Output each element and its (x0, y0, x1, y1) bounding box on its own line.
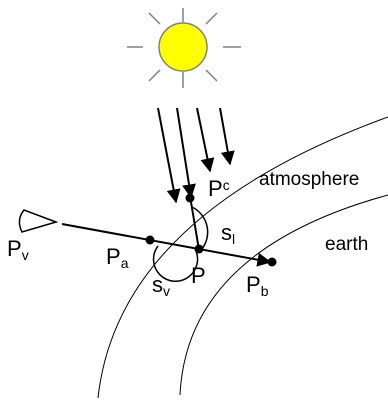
scatter-ray (189, 195, 200, 251)
earth-boundary (179, 194, 388, 396)
angle-arc-sv (152, 245, 199, 283)
sun-ray (157, 107, 181, 204)
sun-icon (127, 8, 241, 88)
atmosphere-boundary (97, 116, 388, 399)
view-ray (61, 223, 272, 267)
sun-ray (176, 107, 196, 199)
sun-ray (219, 107, 235, 166)
point-p (194, 244, 204, 254)
eye-icon (18, 209, 59, 233)
label-atmosphere: atmosphere (259, 169, 359, 190)
label-pa: Pa (106, 244, 129, 271)
angle-arc-sl (191, 206, 209, 250)
label-sl: sl (221, 220, 235, 247)
label-sv: sv (152, 272, 170, 299)
point-pb (267, 257, 277, 267)
point-pa (145, 235, 155, 245)
label-p: P (191, 263, 206, 288)
sun-ray (196, 107, 215, 173)
label-pc: Pc (208, 176, 230, 201)
label-pb: Pb (246, 272, 269, 299)
label-pv: Pv (7, 236, 29, 263)
label-earth: earth (325, 234, 368, 255)
sun-rays (157, 107, 235, 204)
point-pc (185, 193, 195, 203)
